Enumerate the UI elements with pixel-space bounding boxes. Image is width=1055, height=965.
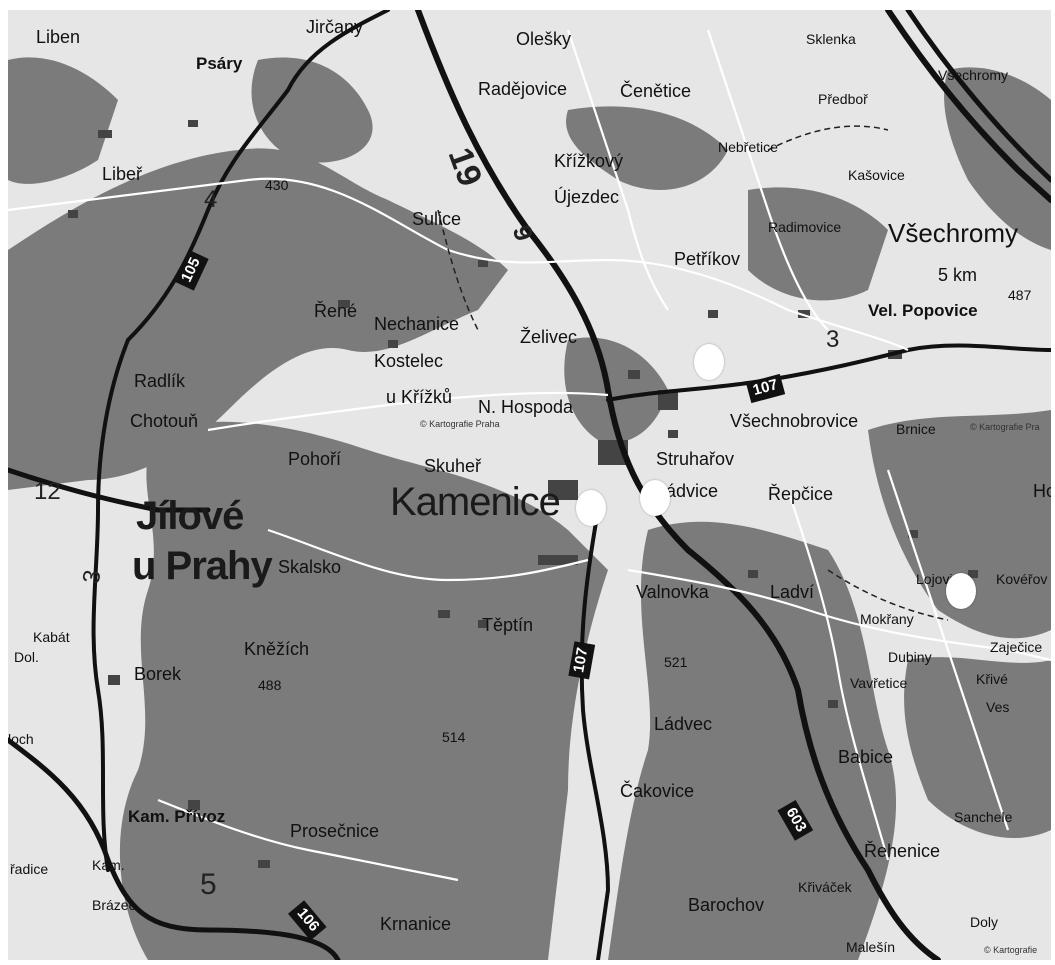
label-kam: Kam. (92, 857, 125, 873)
map-canvas[interactable]: Liben Psáry Jirčany Olešky Radějovice Če… (8, 10, 1051, 960)
label-alt-514: 514 (442, 729, 466, 745)
label-alt-487: 487 (1008, 287, 1032, 303)
label-n-hospoda: N. Hospoda (478, 397, 574, 417)
location-marker-3[interactable] (640, 480, 670, 516)
label-skuhrov: Skuheř (424, 456, 482, 476)
label-ladvec: Ládvec (654, 714, 713, 734)
label-koverov: Kovéřov (996, 571, 1048, 587)
label-skalsko: Skalsko (278, 557, 342, 577)
forest-areas (8, 57, 1051, 960)
label-vel-popovice: Vel. Popovice (868, 301, 978, 320)
label-dol: Dol. (14, 649, 39, 665)
label-repcice: Řepčice (768, 484, 834, 504)
label-kartografie-3: © Kartografie (984, 945, 1038, 955)
label-vsestromy-top: Všechromy (938, 67, 1009, 83)
label-prosecnice: Prosečnice (290, 821, 380, 841)
road-number-4: 4 (204, 186, 218, 213)
label-babice: Babice (838, 747, 894, 767)
label-kam-privoz: Kam. Přívoz (128, 807, 226, 826)
label-rene: Řené (314, 301, 358, 321)
label-cakovice: Čakovice (620, 781, 695, 801)
label-radice: řadice (10, 861, 49, 877)
map-terrain (8, 10, 1051, 960)
label-radlik: Radlík (134, 371, 186, 391)
road-number-5: 5 (200, 868, 217, 901)
label-olesky: Olešky (516, 29, 572, 49)
label-ujezdec: Újezdec (554, 187, 620, 207)
label-nebretice: Nebřetice (718, 139, 778, 155)
secondary-roads (8, 29, 1051, 882)
label-cenetice: Čenětice (620, 81, 692, 101)
label-malesin: Malešín (846, 939, 896, 955)
location-marker-1[interactable] (694, 344, 724, 380)
label-ladvice-top: Ládvice (656, 481, 719, 501)
label-jircany: Jirčany (306, 17, 364, 37)
road-number-3: 3 (826, 326, 840, 353)
location-marker-2[interactable] (576, 490, 606, 526)
label-loch: loch (8, 731, 34, 747)
label-petrikov: Petříkov (674, 249, 741, 269)
label-zelivec: Želivec (520, 327, 578, 347)
label-doly: Doly (970, 914, 999, 930)
label-krizkovy: Křížkový (554, 151, 624, 171)
label-vavretice: Vavřetice (850, 675, 908, 691)
label-barochov: Barochov (688, 895, 765, 915)
location-marker-4[interactable] (946, 573, 976, 609)
label-borek: Borek (134, 664, 182, 684)
label-alt-488: 488 (258, 677, 282, 693)
label-dubiny: Dubiny (888, 649, 932, 665)
label-vsechromy: Všechromy (888, 218, 1019, 248)
label-alt-521: 521 (664, 654, 688, 670)
label-chotoun: Chotouň (130, 411, 199, 431)
label-kasovice: Kašovice (848, 167, 905, 183)
label-jilove: Jílové (136, 494, 244, 538)
label-pohori: Pohoří (288, 449, 342, 469)
label-struharov: Struhařov (656, 449, 735, 469)
label-brazec: Brázec (92, 897, 136, 913)
label-krive: Křivé (976, 671, 1008, 687)
label-liber: Libeř (102, 164, 143, 184)
road-number-12: 12 (34, 478, 61, 505)
label-tepter: Těptín (482, 615, 534, 635)
label-knezi: Kněžích (244, 639, 310, 659)
label-predbor: Předboř (818, 91, 868, 107)
label-sanchele: Sanchele (954, 809, 1013, 825)
label-alt-430: 430 (265, 177, 289, 193)
label-valnovka: Valnovka (636, 582, 709, 602)
label-psary: Psáry (196, 54, 243, 73)
label-5km: 5 km (938, 265, 978, 285)
label-u-prahy: u Prahy (132, 544, 273, 588)
label-ho: Ho (1033, 481, 1051, 501)
label-rehenice: Řehenice (864, 841, 941, 861)
label-mokrany: Mokřany (860, 611, 914, 627)
label-kartografie-2: © Kartografie Pra (970, 422, 1040, 432)
label-u-krizku: u Křížků (386, 387, 453, 407)
paths (437, 125, 949, 621)
label-ladvi: Ladví (770, 582, 815, 602)
label-vsechnobrovice: Všechnobrovice (730, 411, 859, 431)
label-sklenka: Sklenka (806, 31, 856, 47)
label-zajecice: Zaječice (990, 639, 1043, 655)
label-radimovice: Radimovice (768, 219, 842, 235)
label-kostelec: Kostelec (374, 351, 444, 371)
label-liben-nw: Liben (36, 27, 81, 47)
main-roads (8, 10, 1051, 960)
label-nechanice: Nechanice (374, 314, 460, 334)
label-radejovice: Radějovice (478, 79, 568, 99)
label-sulice: Sulice (412, 209, 462, 229)
label-kamenice: Kamenice (390, 480, 561, 524)
label-kabat: Kabát (33, 629, 70, 645)
label-krnanice: Krnanice (380, 914, 452, 934)
label-kartografie-1: © Kartografie Praha (420, 419, 500, 429)
label-ves: Ves (986, 699, 1010, 715)
label-krivacek: Křiváček (798, 879, 852, 895)
label-brnice: Brnice (896, 421, 936, 437)
